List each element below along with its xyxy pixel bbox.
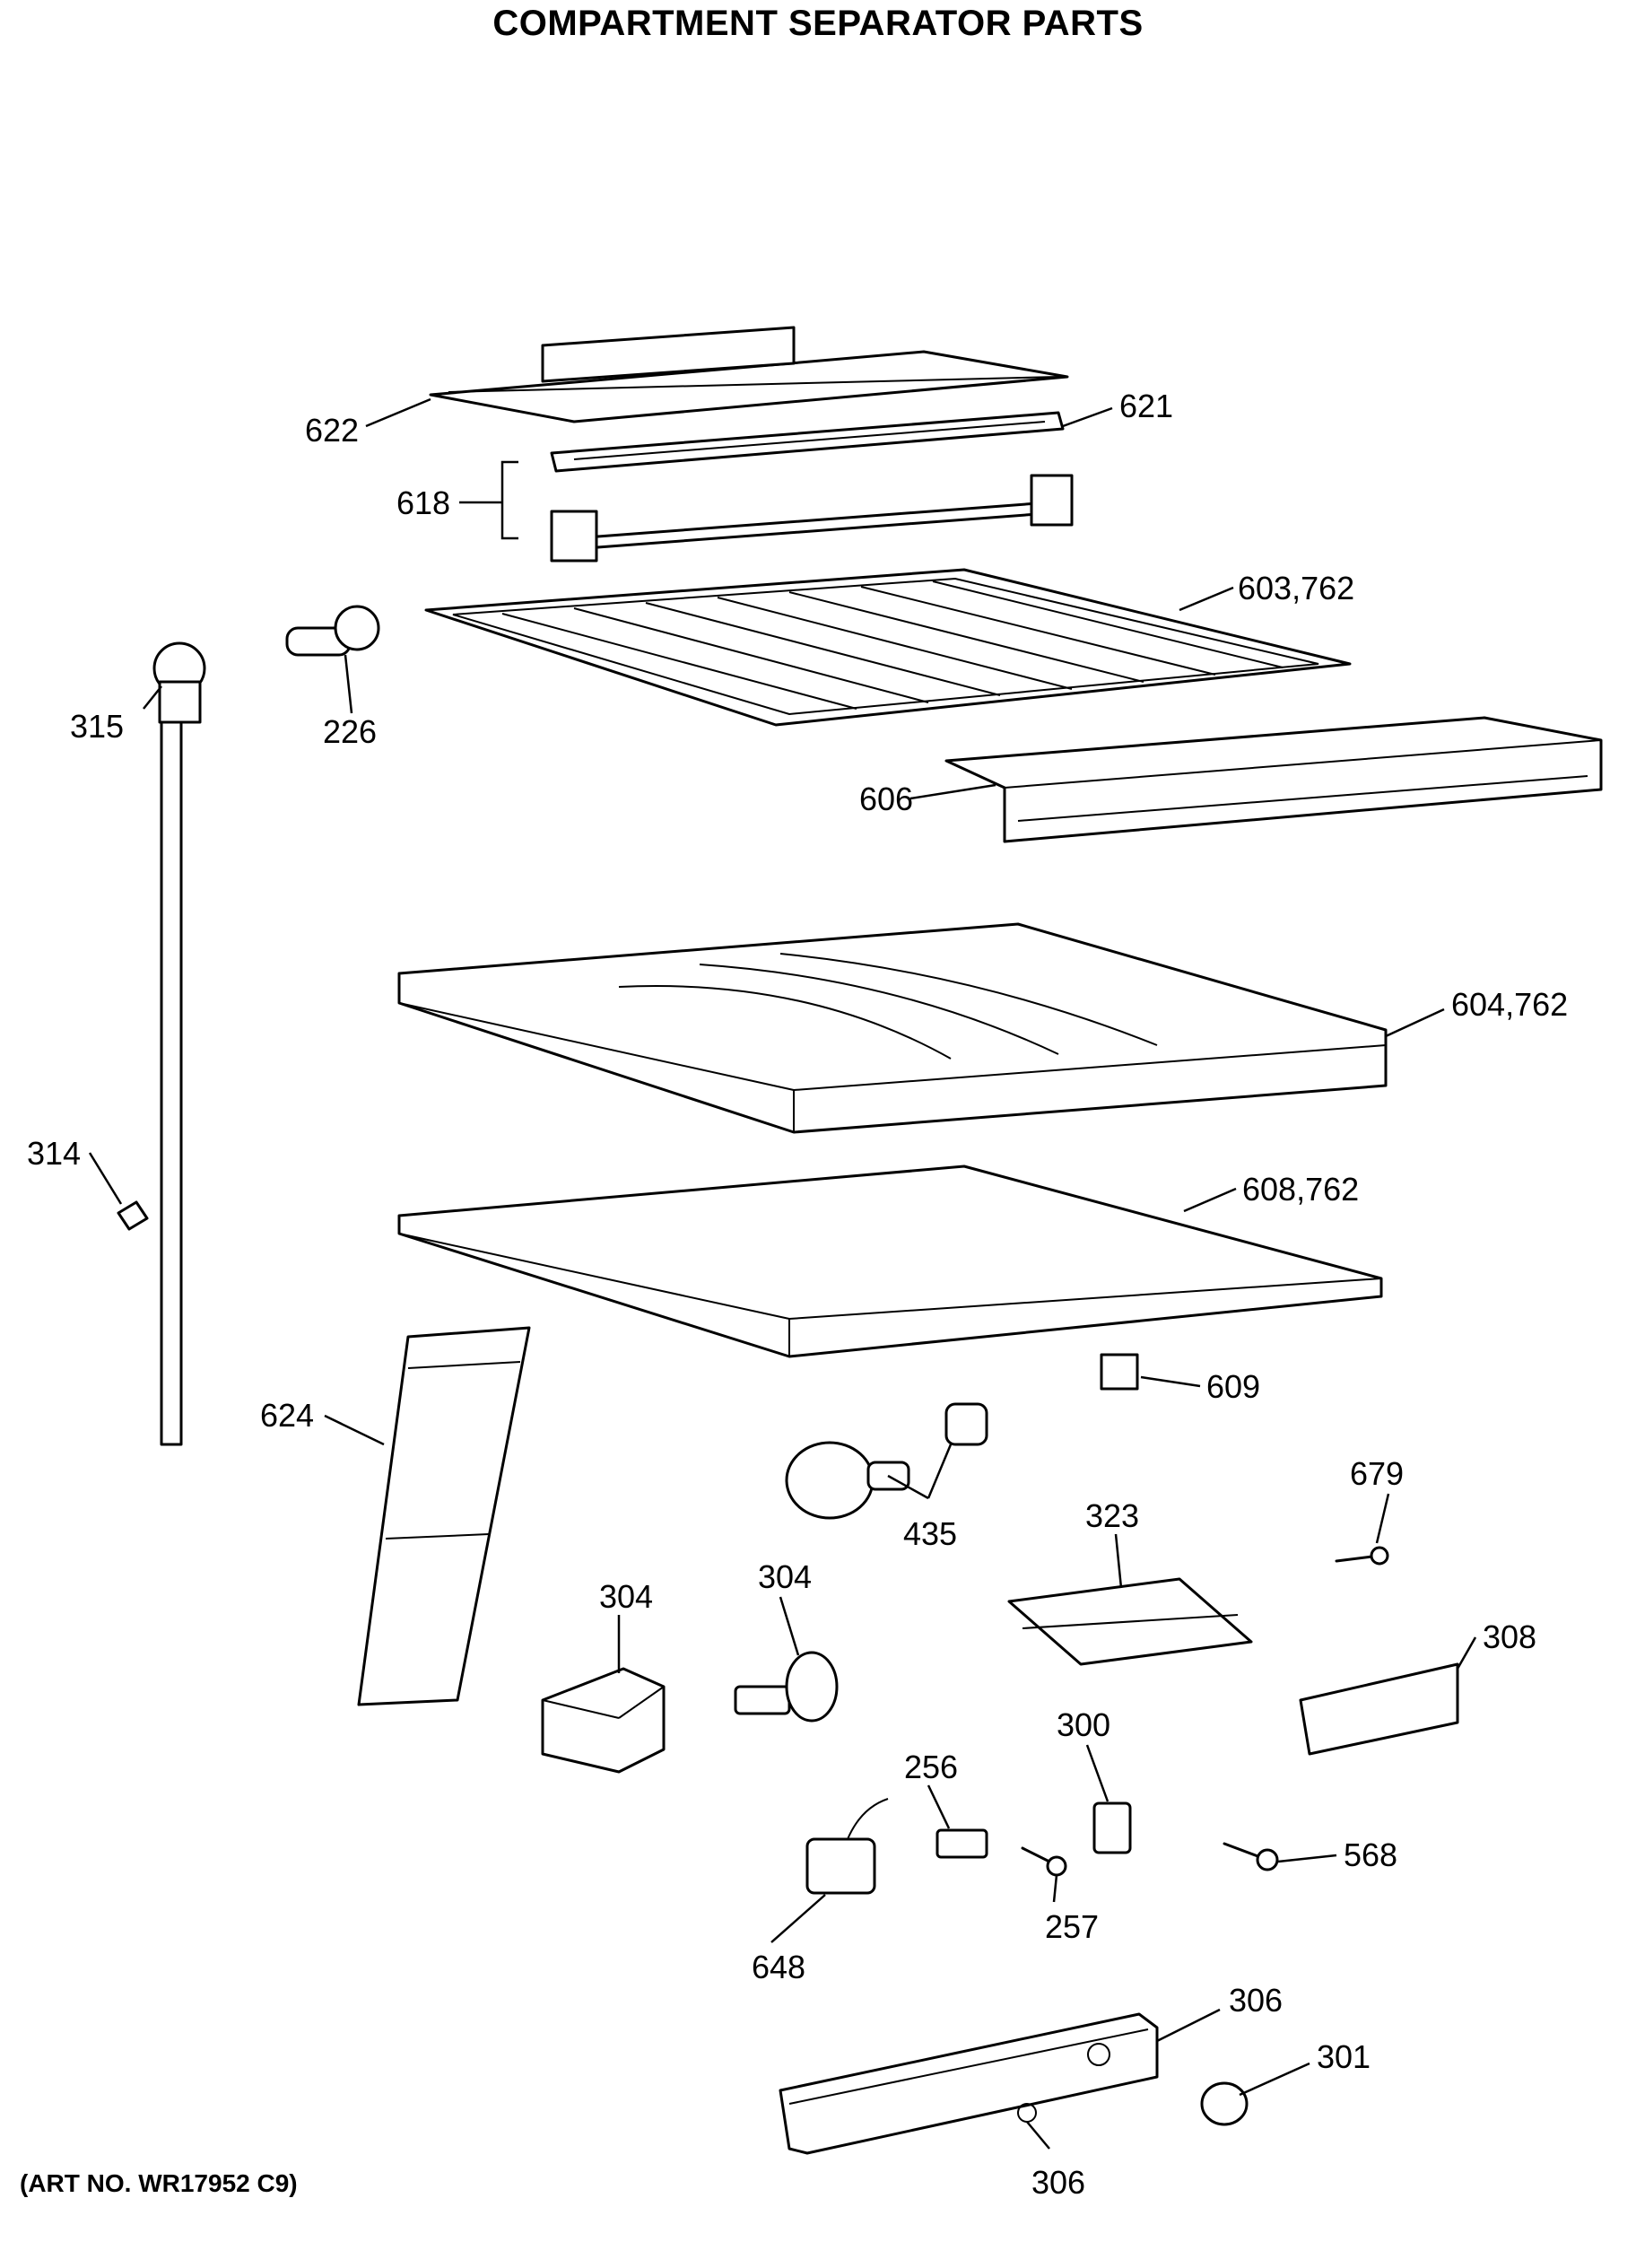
leader-lines: [88, 397, 1477, 2150]
part-308-plate: [1299, 1662, 1459, 1756]
label-256: 256: [904, 1749, 958, 1785]
part-609-clip: [1100, 1353, 1139, 1391]
part-315-pole: [152, 641, 206, 1446]
part-622-cover: [429, 326, 1069, 423]
label-315: 315: [70, 708, 124, 745]
part-621-channel: [550, 411, 1065, 473]
part-323-bracket: [1007, 1577, 1253, 1666]
label-604: 604,762: [1451, 986, 1568, 1023]
part-618-rod-assembly: [550, 474, 1074, 563]
label-622: 622: [305, 412, 359, 449]
label-304-left: 304: [599, 1578, 653, 1615]
label-301: 301: [1317, 2038, 1371, 2075]
label-679: 679: [1350, 1455, 1404, 1492]
callout-labels: 622 621 618 603,762 315 226 606 604,762 …: [27, 388, 1568, 2201]
part-257-screw: [1021, 1846, 1067, 1877]
part-606-tray: [944, 716, 1603, 843]
part-435-bulb: [785, 1402, 988, 1520]
part-304-knob: [734, 1651, 839, 1723]
label-621: 621: [1119, 388, 1173, 424]
part-301-knob: [1200, 2081, 1249, 2126]
label-226: 226: [323, 713, 377, 750]
label-300: 300: [1057, 1706, 1110, 1743]
label-568: 568: [1344, 1836, 1397, 1873]
part-304-housing: [541, 1667, 666, 1774]
art-number: (ART NO. WR17952 C9): [20, 2169, 298, 2197]
part-306-housing: [779, 2012, 1159, 2155]
diagram-title: COMPARTMENT SEPARATOR PARTS: [492, 4, 1144, 43]
part-608-liner: [397, 1165, 1383, 1358]
label-606: 606: [859, 781, 913, 817]
label-435: 435: [903, 1515, 957, 1552]
label-323: 323: [1085, 1497, 1139, 1534]
part-603-shelf: [424, 568, 1352, 727]
label-618: 618: [396, 484, 450, 521]
part-226-sleeve: [285, 605, 380, 657]
part-256-switch: [935, 1828, 988, 1859]
part-300-switch: [1092, 1801, 1132, 1854]
label-314: 314: [27, 1135, 81, 1172]
label-648: 648: [752, 1949, 805, 1985]
label-304-right: 304: [758, 1558, 812, 1595]
label-257: 257: [1045, 1908, 1099, 1945]
part-648-motor: [805, 1798, 889, 1895]
label-603: 603,762: [1238, 570, 1354, 606]
label-306-bottom: 306: [1031, 2164, 1085, 2201]
part-568-screw: [1223, 1842, 1279, 1871]
label-308: 308: [1483, 1618, 1536, 1655]
part-624-duct: [357, 1326, 531, 1706]
label-608: 608,762: [1242, 1171, 1359, 1208]
part-679-screw: [1335, 1546, 1389, 1566]
part-314-clip: [117, 1200, 149, 1231]
label-609: 609: [1206, 1368, 1260, 1405]
label-306-top: 306: [1229, 1982, 1283, 2019]
part-604-separator: [397, 922, 1388, 1134]
label-624: 624: [260, 1397, 314, 1434]
